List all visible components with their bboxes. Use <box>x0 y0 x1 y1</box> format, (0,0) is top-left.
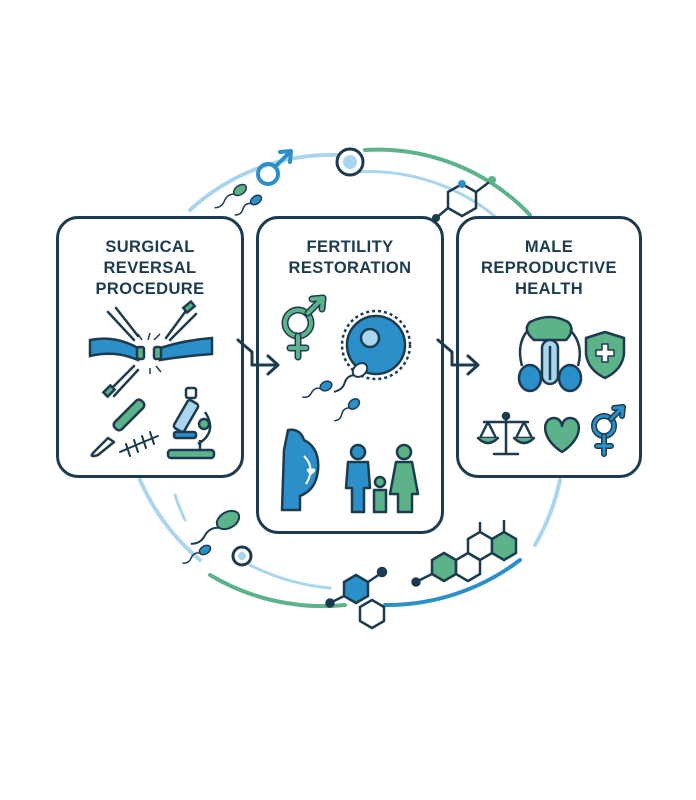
arrow-right-icon <box>236 338 280 376</box>
shield-cross-icon <box>584 330 626 380</box>
sperm-icon <box>334 398 361 422</box>
egg-cell-icon <box>340 309 412 381</box>
balance-scale-icon <box>476 411 536 456</box>
hormone-molecule-icon <box>411 520 518 587</box>
microscope-icon <box>166 386 216 460</box>
sperm-icon <box>234 194 263 216</box>
sperm-icon <box>182 544 212 564</box>
sperm-icon <box>333 362 369 393</box>
sperm-icon <box>190 509 241 545</box>
male-symbol-icon <box>256 149 293 186</box>
molecule-icon <box>432 176 496 222</box>
pregnant-woman-icon <box>280 428 320 512</box>
male-symbol-icon <box>281 294 327 361</box>
arrow-right-icon <box>436 338 480 376</box>
panel-title: SURGICAL REVERSAL PROCEDURE <box>95 238 205 298</box>
heart-icon <box>544 416 580 454</box>
sutures-icon <box>119 431 159 457</box>
molecule-icon <box>325 566 388 630</box>
vas-deferens-tube-icon <box>88 332 214 374</box>
sperm-icon <box>214 183 248 209</box>
sperm-icon <box>302 380 333 399</box>
panel-title: FERTILITY RESTORATION <box>288 238 412 277</box>
family-icon <box>344 443 420 514</box>
gender-symbol-icon <box>591 404 626 457</box>
reproductive-anatomy-icon <box>517 315 583 393</box>
scalpel-icon <box>90 398 146 458</box>
panel-title: MALE REPRODUCTIVE HEALTH <box>481 238 617 298</box>
forceps-icon <box>106 299 198 342</box>
forceps-icon <box>101 364 140 399</box>
